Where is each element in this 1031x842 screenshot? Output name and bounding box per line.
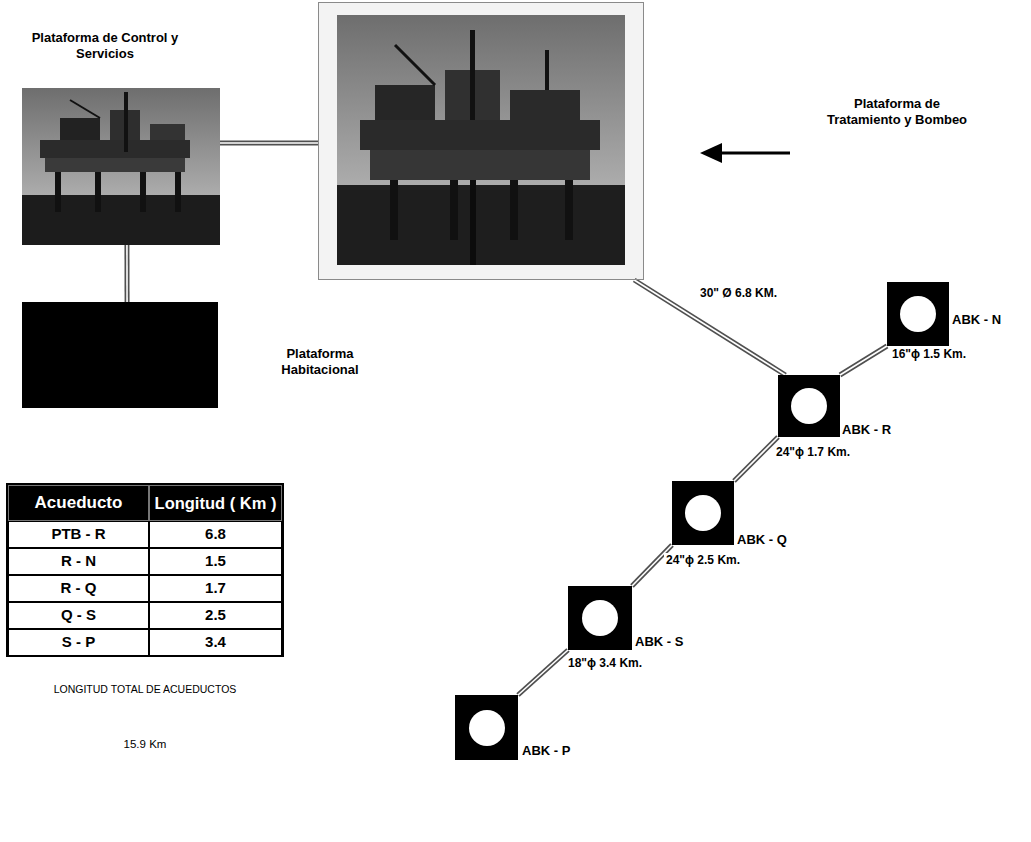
table-cell-text: 3.4 bbox=[205, 633, 226, 652]
platform-photo-frame: Plataforma de Tratamiento y Bombeo bbox=[318, 2, 644, 280]
white-circle bbox=[900, 296, 936, 332]
pointer-arrow bbox=[700, 143, 790, 163]
wellhead-platform: ABK - S bbox=[568, 586, 632, 650]
pipe-spec-label: 24"ϕ 2.5 Km. bbox=[664, 553, 742, 568]
treatment-platform-photo bbox=[318, 2, 644, 280]
pipe-spec-label: 16"ϕ 1.5 Km. bbox=[890, 347, 968, 362]
table-cell: 1.7 bbox=[149, 575, 282, 602]
platform-photo-box: Plataforma de Control y Servicios bbox=[22, 88, 220, 245]
note-holder: 15.9 Km bbox=[8, 737, 282, 751]
table-cell-text: 1.5 bbox=[205, 552, 226, 571]
table-cell: 3.4 bbox=[149, 629, 282, 656]
platform-name: ABK - R bbox=[842, 422, 917, 438]
platform-name: ABK - Q bbox=[737, 532, 812, 548]
table-cell: PTB - R bbox=[8, 521, 149, 548]
table-header: Longitud ( Km ) bbox=[155, 493, 277, 514]
table-cell: Longitud ( Km ) bbox=[149, 485, 282, 521]
pipeline-connector bbox=[734, 437, 778, 481]
platform-name: ABK - P bbox=[522, 743, 597, 759]
white-circle bbox=[582, 600, 618, 636]
text-holder: Plataforma de Control y Servicios bbox=[15, 30, 195, 63]
pipeline-connector bbox=[634, 280, 785, 375]
text-holder: ABK - N bbox=[952, 312, 1027, 328]
note-text: LONGITUD TOTAL DE ACUEDUCTOS bbox=[8, 683, 282, 696]
platform-label: Plataforma de Control y Servicios bbox=[15, 30, 195, 63]
wellhead-platform: ABK - N bbox=[887, 282, 949, 346]
pipe-spec-label: 30" Ø 6.8 KM. bbox=[698, 286, 779, 301]
table-cell-text: 6.8 bbox=[205, 525, 226, 544]
wellhead-platform: ABK - R bbox=[778, 375, 840, 437]
text-holder: ABK - P bbox=[522, 743, 597, 759]
table-cell: Acueducto bbox=[8, 485, 149, 521]
table-cell: 2.5 bbox=[149, 602, 282, 629]
platform-name: ABK - S bbox=[635, 634, 710, 650]
table-cell: 1.5 bbox=[149, 548, 282, 575]
platform-name: ABK - N bbox=[952, 312, 1027, 328]
pipe-spec-label: 18"ϕ 3.4 Km. bbox=[566, 656, 644, 671]
table-cell: 6.8 bbox=[149, 521, 282, 548]
white-circle bbox=[791, 388, 827, 424]
wellhead-platform: ABK - P bbox=[455, 695, 518, 760]
pipeline-connector bbox=[220, 142, 318, 143]
table-cell-text: 2.5 bbox=[205, 606, 226, 625]
platform-label: Plataforma de Tratamiento y Bombeo bbox=[822, 96, 972, 129]
table-cell: R - Q bbox=[8, 575, 149, 602]
text-holder: ABK - S bbox=[635, 634, 710, 650]
table-cell-text: Q - S bbox=[61, 606, 96, 625]
table-cell: S - P bbox=[8, 629, 149, 656]
table-cell-text: 1.7 bbox=[205, 579, 226, 598]
pipeline-connector bbox=[518, 650, 568, 695]
text-holder: Plataforma Habitacional bbox=[258, 346, 382, 379]
table-cell-text: R - N bbox=[61, 552, 96, 571]
platform-label: Plataforma Habitacional bbox=[258, 346, 382, 379]
note-text: 15.9 Km bbox=[8, 737, 282, 751]
pipeline-connector bbox=[840, 346, 887, 375]
table-cell-text: R - Q bbox=[61, 579, 97, 598]
table-cell: R - N bbox=[8, 548, 149, 575]
wellhead-platform: ABK - Q bbox=[672, 481, 734, 545]
table-cell-text: PTB - R bbox=[51, 525, 105, 544]
control-platform-photo bbox=[22, 88, 220, 245]
table-cell-text: S - P bbox=[62, 633, 95, 652]
pipe-spec-label: 24"ϕ 1.7 Km. bbox=[774, 445, 852, 460]
note-holder: LONGITUD TOTAL DE ACUEDUCTOS bbox=[8, 683, 282, 696]
text-holder: ABK - Q bbox=[737, 532, 812, 548]
white-circle bbox=[469, 710, 505, 746]
white-circle bbox=[685, 495, 721, 531]
table-header: Acueducto bbox=[35, 492, 123, 513]
pipeline-connector bbox=[126, 245, 127, 302]
platform-dark-box: Plataforma Habitacional bbox=[22, 302, 218, 408]
text-holder: ABK - R bbox=[842, 422, 917, 438]
table-cell: Q - S bbox=[8, 602, 149, 629]
text-holder: Plataforma de Tratamiento y Bombeo bbox=[822, 96, 972, 129]
